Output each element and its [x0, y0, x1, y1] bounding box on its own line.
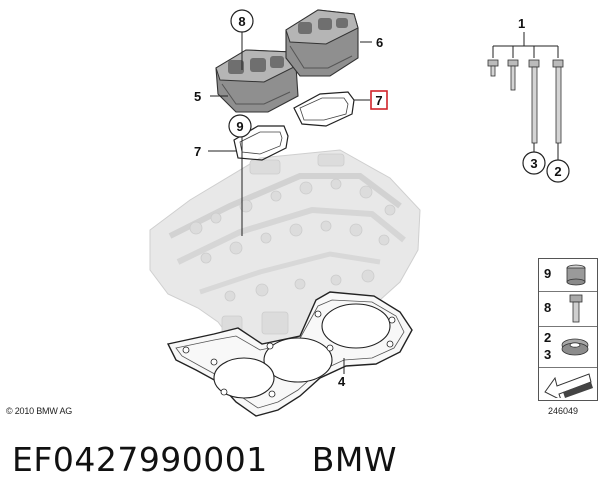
bolt-set — [487, 59, 564, 144]
bolt-icon — [569, 294, 583, 323]
svg-text:3: 3 — [530, 156, 537, 171]
callout-7-highlighted[interactable]: 7 — [370, 90, 388, 110]
part-number: EF0427990001 — [12, 440, 268, 479]
svg-text:5: 5 — [194, 89, 201, 104]
svg-text:6: 6 — [376, 35, 383, 50]
svg-text:7: 7 — [194, 144, 201, 159]
svg-text:1: 1 — [518, 16, 525, 31]
short-bolt-1 — [487, 59, 499, 77]
callout-8: 8 — [230, 9, 254, 33]
footer-caption: EF0427990001 BMW — [12, 440, 397, 479]
camshaft-housing-5 — [215, 49, 299, 113]
long-bolt-3 — [528, 59, 540, 144]
direction-arrow-icon — [544, 373, 593, 398]
housing-gasket-right — [293, 91, 355, 127]
parts-legend: 9 8 2 3 — [538, 258, 598, 401]
cylinder-head-gasket — [166, 291, 413, 417]
sleeve-icon — [566, 264, 586, 286]
long-bolt-2 — [552, 59, 564, 144]
washer-icon — [561, 338, 589, 356]
legend-row-2-3: 2 3 — [539, 327, 597, 368]
callout-5: 5 — [194, 89, 201, 104]
svg-text:9: 9 — [236, 119, 243, 134]
svg-text:8: 8 — [238, 14, 245, 29]
illustration-number: 246049 — [548, 406, 579, 416]
callout-3: 3 — [522, 151, 546, 175]
svg-text:7: 7 — [375, 93, 382, 108]
callout-9: 9 — [228, 114, 252, 138]
legend-row-arrow — [539, 368, 597, 400]
callout-1: 1 — [518, 16, 525, 31]
leader-lines — [208, 32, 559, 374]
callout-4: 4 — [338, 374, 346, 389]
callout-6: 6 — [376, 35, 383, 50]
brand-name: BMW — [311, 440, 398, 479]
legend-row-9: 9 — [539, 259, 597, 292]
camshaft-housing-6 — [285, 9, 359, 77]
copyright-notice: © 2010 BMW AG — [6, 406, 73, 416]
callout-7: 7 — [194, 144, 201, 159]
svg-text:4: 4 — [338, 374, 346, 389]
legend-row-8: 8 — [539, 292, 597, 327]
svg-text:2: 2 — [554, 164, 561, 179]
callout-2: 2 — [546, 159, 570, 183]
short-bolt-2 — [507, 59, 519, 91]
